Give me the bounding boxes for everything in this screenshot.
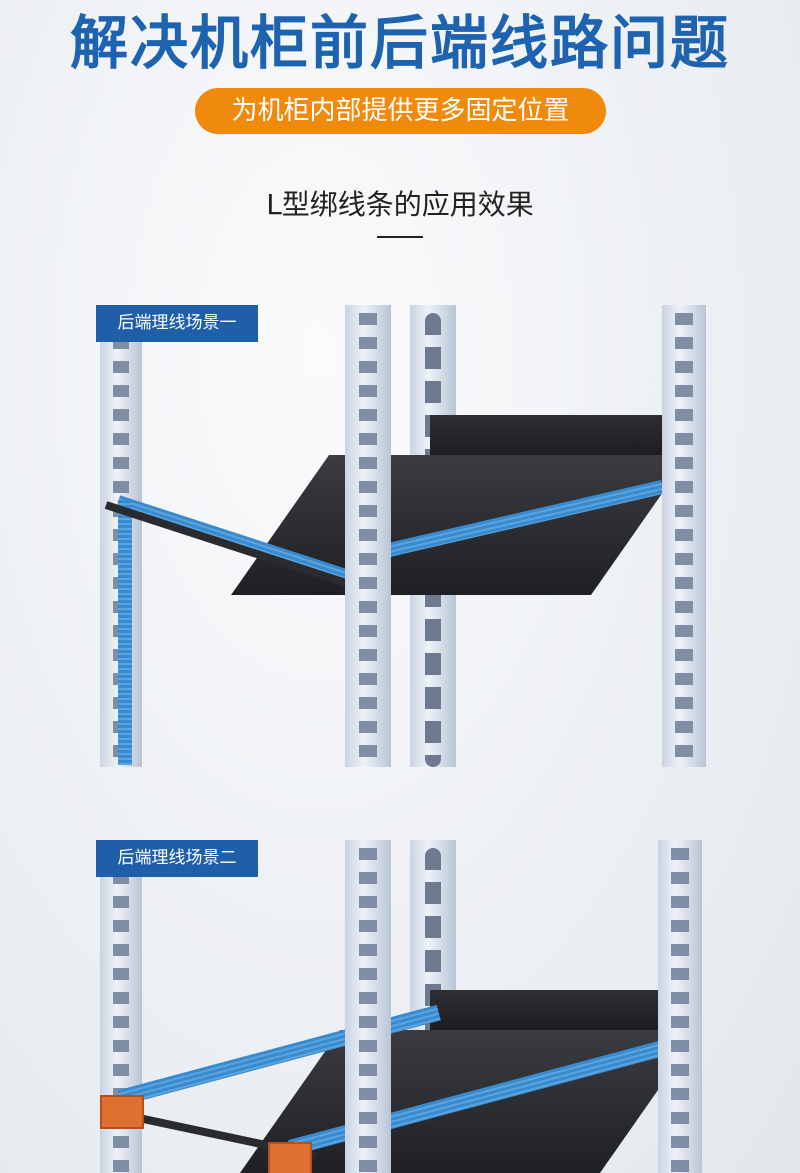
scene-two-illustration: 后端理线场景二 (0, 840, 800, 1173)
scene-label: 后端理线场景一 (96, 305, 258, 342)
page-title: 解决机柜前后端线路问题 (69, 9, 730, 77)
rack-post (662, 305, 706, 767)
section-subtitle: L型绑线条的应用效果 (266, 188, 534, 221)
divider (377, 236, 423, 238)
feature-pill: 为机柜内部提供更多固定位置 (195, 88, 606, 134)
rack-post (658, 840, 702, 1173)
cable-clip (100, 1095, 144, 1129)
cable-clip (268, 1142, 312, 1173)
network-switch (230, 455, 690, 595)
scene-one-illustration: 后端理线场景一 (0, 305, 800, 767)
rack-post (345, 305, 391, 767)
rack-post (345, 840, 391, 1173)
cable-bundle (118, 500, 132, 765)
scene-label: 后端理线场景二 (96, 840, 258, 877)
